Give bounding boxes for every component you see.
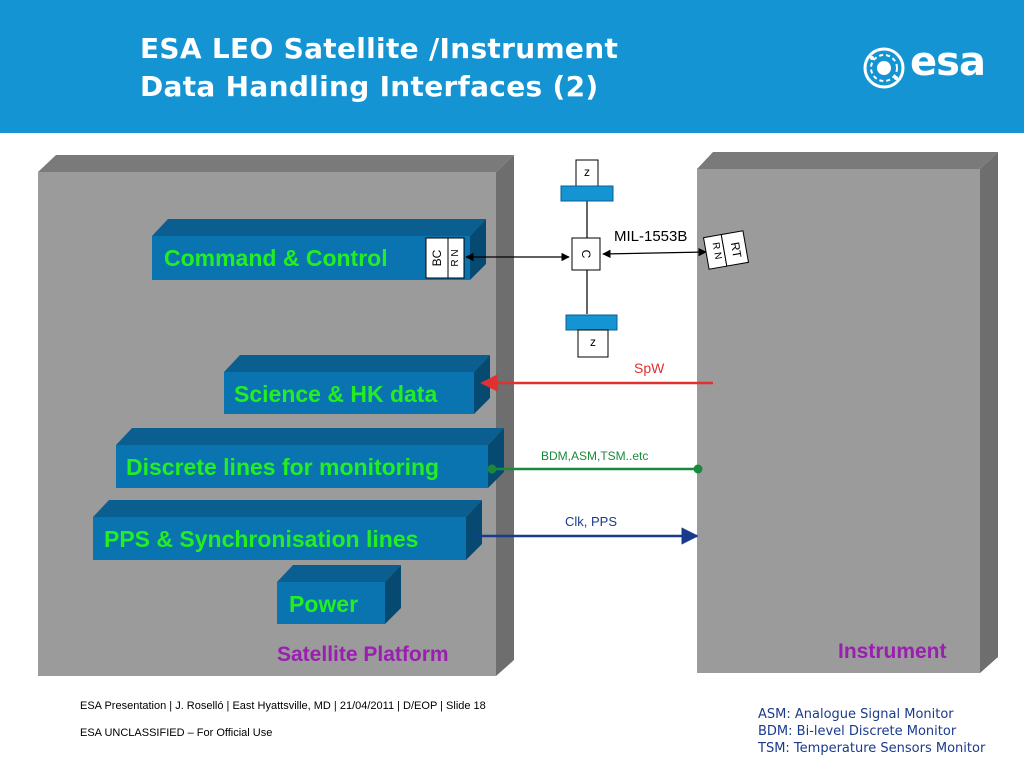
slide-title: ESA LEO Satellite /Instrument Data Handl… (140, 30, 618, 106)
bdm-asm-tsm-label: BDM,ASM,TSM..etc (541, 449, 649, 463)
esa-logo-swirl-icon (863, 47, 905, 89)
esa-logo-text: esa (910, 39, 986, 85)
terminator-top-label: z (584, 165, 590, 179)
mil-1553b-bus (465, 159, 707, 358)
title-line-1: ESA LEO Satellite /Instrument (140, 32, 619, 65)
acronym-legend: ASM: Analogue Signal Monitor BDM: Bi-lev… (758, 706, 985, 757)
rn-left-label: R N (450, 249, 461, 267)
legend-asm: ASM: Analogue Signal Monitor (758, 707, 954, 722)
legend-bdm: BDM: Bi-level Discrete Monitor (758, 724, 957, 739)
satellite-platform-label: Satellite Platform (277, 643, 449, 666)
bdm-link (487, 464, 703, 474)
command-control-label: Command & Control (164, 245, 388, 271)
science-hk-box (224, 355, 490, 414)
command-control-box (152, 219, 486, 280)
science-hk-label: Science & HK data (234, 381, 438, 407)
mil-1553b-label: MIL-1553B (614, 228, 688, 245)
title-line-2: Data Handling Interfaces (2) (140, 70, 599, 103)
power-label: Power (289, 591, 359, 617)
instrument-block (697, 152, 998, 673)
title-banner: ESA LEO Satellite /Instrument Data Handl… (0, 0, 1024, 133)
discrete-lines-label: Discrete lines for monitoring (126, 454, 440, 480)
bus-controller-block (425, 237, 465, 279)
bc-label: BC (430, 249, 444, 267)
pps-sync-label: PPS & Synchronisation lines (104, 526, 419, 552)
legend-tsm: TSM: Temperature Sensors Monitor (758, 741, 986, 756)
pps-sync-box (93, 500, 482, 560)
clk-pps-label: Clk, PPS (565, 514, 618, 529)
footer-classification: ESA UNCLASSIFIED – For Official Use (80, 727, 273, 739)
spw-label: SpW (634, 360, 665, 376)
footer-presentation-info: ESA Presentation | J. Roselló | East Hya… (80, 700, 486, 712)
power-box (277, 565, 401, 624)
coupler-label: C (579, 249, 593, 259)
instrument-label: Instrument (838, 640, 947, 663)
esa-logo: esa (862, 39, 1002, 96)
remote-terminal-block (702, 230, 750, 270)
terminator-bottom-label: z (590, 335, 596, 349)
